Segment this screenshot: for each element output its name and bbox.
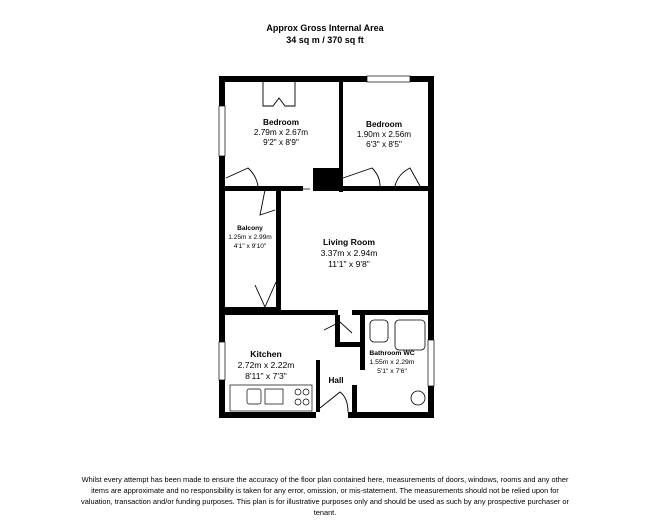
window-kitchen-left [218, 341, 226, 381]
wardrobe [262, 82, 296, 107]
room-name: Bedroom [263, 118, 299, 127]
gross-area-value: 34 sq m / 370 sq ft [286, 35, 364, 45]
gross-area-title: Approx Gross Internal Area [266, 23, 384, 33]
room-imperial: 8'11" x 7'3" [245, 371, 287, 381]
room-balcony: Balcony 1.25m x 2.99m 4'1" x 9'10" [228, 225, 272, 250]
window-bedroom2-top [366, 75, 411, 83]
room-metric: 1.55m x 2.29m [370, 359, 415, 366]
room-name: Living Room [323, 237, 375, 247]
window-bedroom1-left [218, 105, 226, 157]
kitchen-units [229, 384, 313, 412]
room-name: Balcony [237, 225, 263, 232]
room-imperial: 5'1" x 7'6" [377, 368, 407, 375]
room-imperial: 6'3" x 8'5" [366, 140, 402, 149]
room-name: Kitchen [250, 349, 282, 359]
room-metric: 3.37m x 2.94m [321, 248, 378, 258]
basin-icon [410, 390, 426, 406]
windows [218, 75, 435, 387]
room-metric: 2.79m x 2.67m [254, 128, 308, 137]
room-living: Living Room 3.37m x 2.94m 11'1" x 9'8" [321, 237, 378, 269]
room-bathroom: Bathroom WC 1.55m x 2.29m 5'1" x 7'6" [369, 350, 414, 375]
interior-walls [225, 82, 428, 418]
room-kitchen: Kitchen 2.72m x 2.22m 8'11" x 7'3" [238, 349, 295, 381]
room-name: Bathroom WC [369, 350, 414, 357]
outer-walls [219, 76, 434, 418]
room-imperial: 4'1" x 9'10" [234, 243, 267, 250]
disclaimer-text: Whilst every attempt has been made to en… [81, 475, 569, 517]
room-hall: Hall [328, 376, 343, 385]
room-metric: 1.90m x 2.56m [357, 130, 411, 139]
room-name: Hall [328, 376, 343, 385]
room-imperial: 9'2" x 8'9" [263, 138, 299, 147]
bathtub-icon [394, 319, 426, 351]
sink-icon [246, 388, 262, 405]
room-metric: 1.25m x 2.99m [228, 234, 272, 241]
window-bathroom-right [427, 339, 435, 387]
door-swings [225, 167, 421, 413]
room-bedroom-1: Bedroom 2.79m x 2.67m 9'2" x 8'9" [254, 118, 308, 147]
hob-icon [294, 388, 302, 396]
room-imperial: 11'1" x 9'8" [328, 259, 370, 269]
room-metric: 2.72m x 2.22m [238, 360, 295, 370]
bathroom-fittings [369, 319, 426, 406]
plan-header: Approx Gross Internal Area 34 sq m / 370… [0, 22, 650, 46]
room-bedroom-2: Bedroom 1.90m x 2.56m 6'3" x 8'5" [357, 120, 411, 149]
room-name: Bedroom [366, 120, 402, 129]
toilet-icon [369, 319, 389, 343]
